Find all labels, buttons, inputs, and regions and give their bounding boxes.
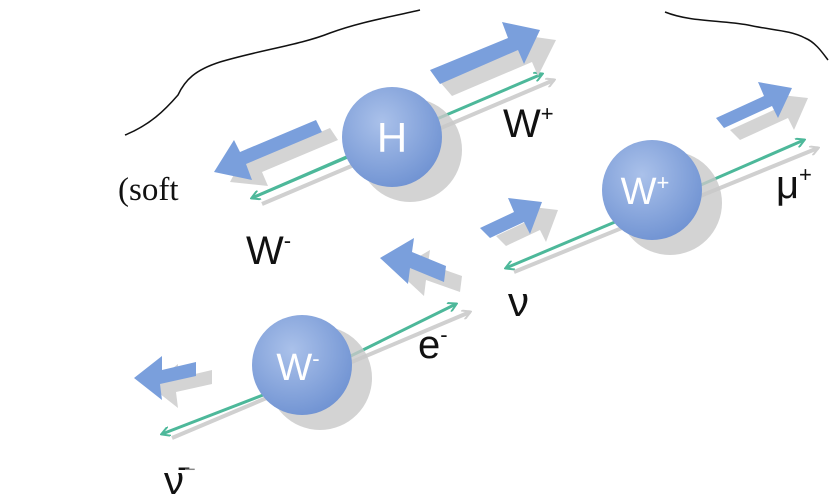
higgs-label: H <box>377 114 407 161</box>
sketch-line-left <box>124 9 421 136</box>
w-minus-ball <box>252 315 352 415</box>
antineutrino-arrow <box>134 356 196 400</box>
muon-arrow <box>716 82 792 128</box>
w-plus-label: W+ <box>503 101 554 146</box>
higgs-group: H <box>214 22 556 206</box>
electron-label: e- <box>418 322 448 367</box>
antineutrino-label: ν̄− <box>164 459 196 498</box>
w-minus-decay-group: W- <box>134 238 470 440</box>
w-minus-arrow-shadow <box>230 128 338 186</box>
w-plus-ball <box>602 140 702 240</box>
w-minus-arrow <box>214 120 322 180</box>
side-text: (soft <box>118 172 179 208</box>
muon-label: μ+ <box>776 162 812 207</box>
w-minus-label: W- <box>246 228 291 273</box>
neutrino-label: ν <box>508 278 529 325</box>
w-plus-decay-group: W+ <box>480 82 818 274</box>
electron-arrow <box>380 238 446 284</box>
neutrino-arrow <box>480 198 542 238</box>
higgs-ball <box>342 87 442 187</box>
w-plus-ball-label: W+ <box>621 170 670 213</box>
w-plus-arrow <box>430 22 540 84</box>
sketch-line-right <box>664 11 829 61</box>
w-minus-ball-label: W- <box>276 346 319 389</box>
muon-arrow-shadow <box>730 94 808 140</box>
